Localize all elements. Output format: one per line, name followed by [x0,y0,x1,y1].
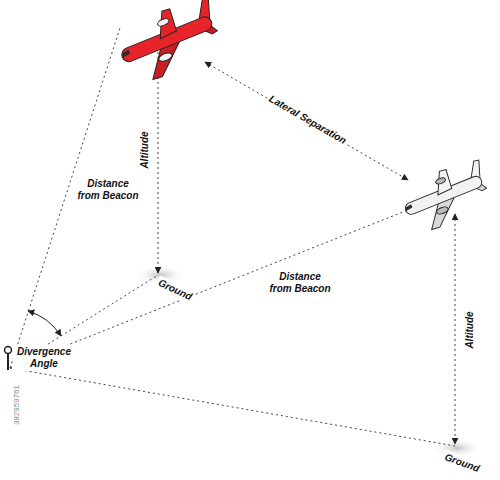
white-airplane [397,156,497,237]
watermark: 382959761 [10,383,24,427]
distance-label: Distance from Beacon [75,177,141,203]
separation-label: Lateral Separation [265,91,351,149]
altitude-label: Altitude [463,309,477,350]
separation-line [205,62,408,180]
angle-arc [28,311,61,336]
red-airplane [112,0,229,88]
altitude-line [455,214,456,444]
beacon-symbol [5,347,12,371]
altitude-line [158,52,159,273]
distance-line [10,206,418,368]
altitude-label: Altitude [138,129,152,170]
angle-label: Divergence Angle [13,345,75,371]
ground-line [10,368,455,446]
distance-label: Distance from Beacon [267,270,333,296]
